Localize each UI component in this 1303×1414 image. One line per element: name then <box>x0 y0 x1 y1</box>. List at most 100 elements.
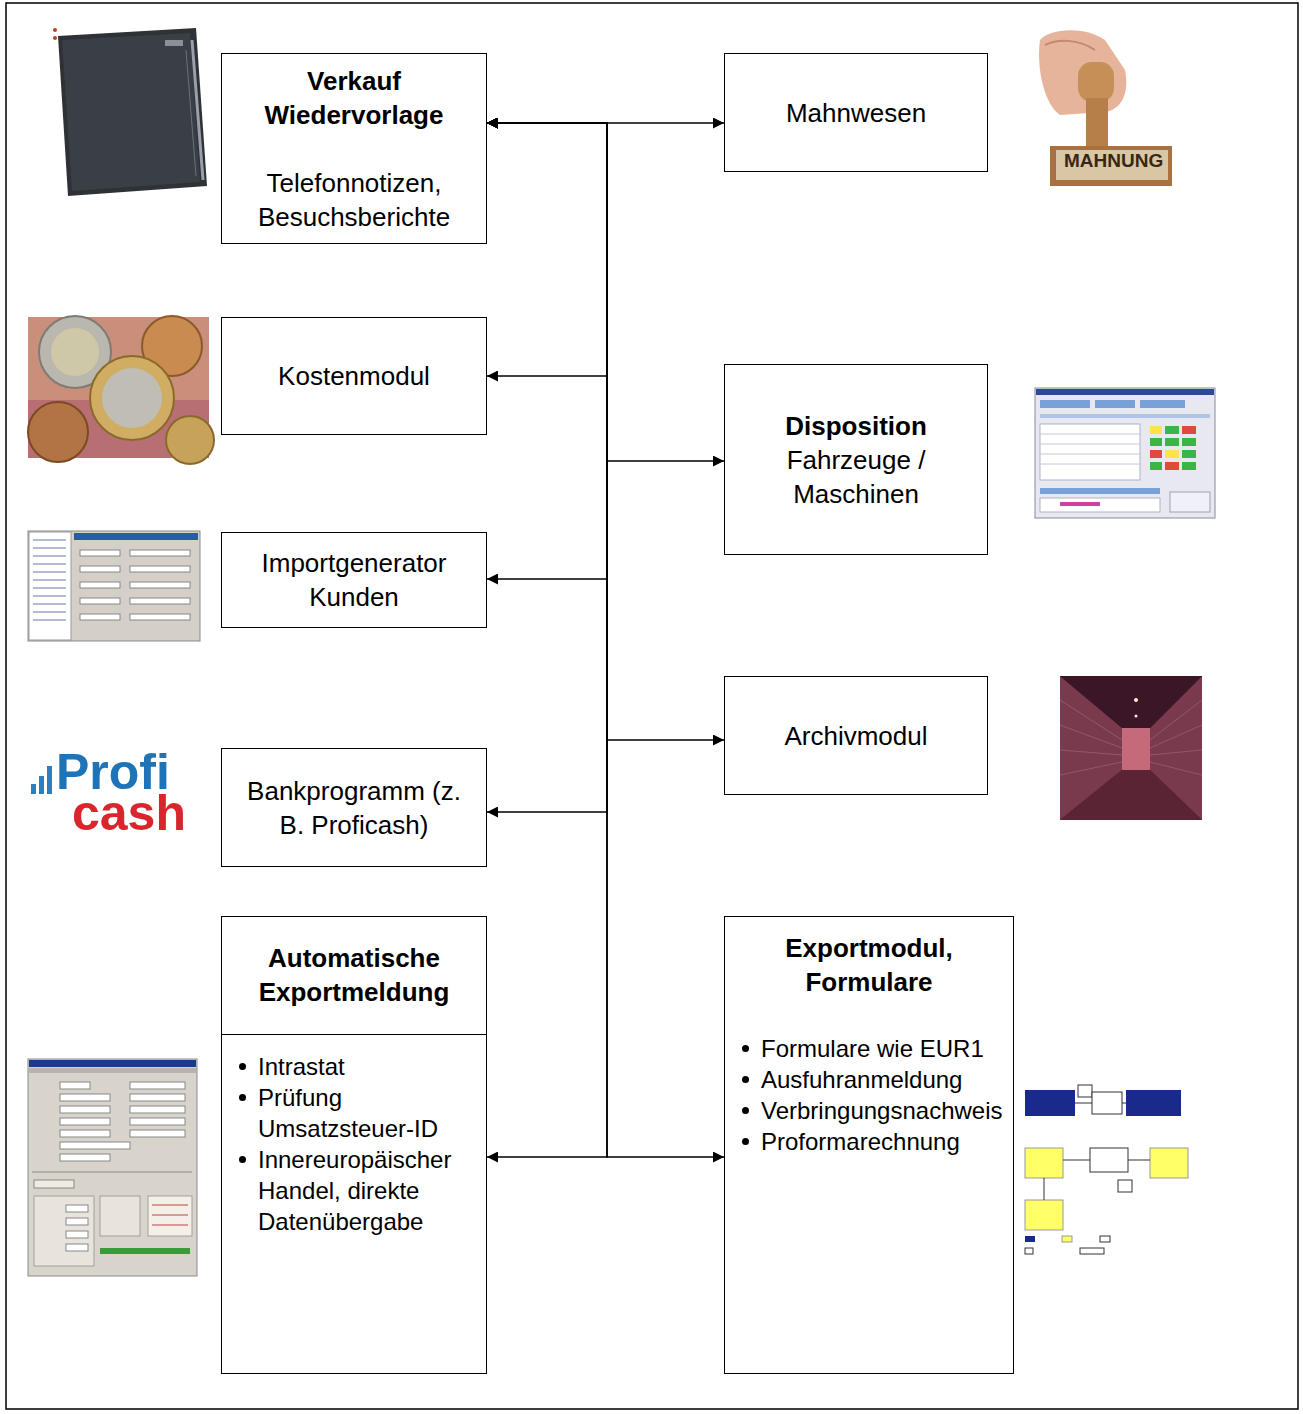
disposition-screenshot <box>1182 438 1196 446</box>
export-screenshot <box>29 1068 196 1073</box>
coins-picture <box>51 328 99 376</box>
archive-picture <box>1150 750 1202 755</box>
bullet-item: Innereuropäischer Handel, direkte Datenü… <box>232 1144 476 1237</box>
coins-picture <box>28 402 88 462</box>
import-screenshot <box>33 548 66 549</box>
export-flowchart-picture <box>1118 1180 1132 1192</box>
import-screenshot <box>130 550 190 556</box>
binder-picture <box>192 40 203 180</box>
proficash-logo-bars <box>39 776 44 794</box>
export-screenshot <box>152 1215 188 1216</box>
bullet-item: Verbringungsnachweis <box>735 1095 1003 1126</box>
logo-text: Profi <box>56 752 170 793</box>
disposition-screenshot <box>1040 444 1140 445</box>
bullet-item: Intrastat <box>232 1051 476 1082</box>
module-box: DispositionFahrzeuge / Maschinen <box>724 364 988 555</box>
module-title: Exportmodul, Formulare <box>735 931 1003 999</box>
export-flowchart-picture <box>1080 1248 1104 1254</box>
disposition-screenshot <box>1040 424 1140 480</box>
export-report-box: Automatische ExportmeldungIntrastatPrüfu… <box>221 916 487 1374</box>
module-text: Bankprogramm (z. B. Proficash) <box>232 774 476 842</box>
stamp-picture <box>1045 41 1095 50</box>
import-screenshot <box>33 540 66 541</box>
archive-picture <box>1060 725 1122 748</box>
export-screenshot <box>60 1142 130 1149</box>
archive-picture <box>1060 676 1202 820</box>
import-screenshot <box>33 572 66 573</box>
module-text: Archivmodul <box>784 719 927 753</box>
import-screenshot <box>130 598 190 604</box>
disposition-screenshot <box>1150 462 1162 470</box>
archive-picture <box>1060 676 1202 820</box>
disposition-screenshot <box>1060 502 1100 506</box>
export-flowchart-picture <box>1150 1148 1188 1178</box>
archive-picture <box>1150 700 1202 740</box>
export-flowchart-picture <box>1075 1103 1092 1104</box>
export-flowchart-picture <box>1126 1090 1181 1116</box>
import-screenshot <box>33 604 66 605</box>
connector-arrow <box>487 123 607 1157</box>
export-screenshot <box>130 1118 185 1125</box>
disposition-screenshot <box>1095 400 1135 408</box>
disposition-screenshot <box>1040 434 1140 435</box>
disposition-screenshot <box>1036 389 1214 395</box>
module-title: Automatische Exportmeldung <box>232 941 476 1009</box>
export-screenshot <box>130 1082 185 1089</box>
export-screenshot <box>130 1106 185 1113</box>
disposition-screenshot <box>1182 462 1196 470</box>
bullet-item: Formulare wie EUR1 <box>735 1033 1003 1064</box>
stamp-picture <box>1039 30 1126 115</box>
import-screenshot <box>80 598 120 604</box>
bullet-item: Ausfuhranmeldung <box>735 1064 1003 1095</box>
stamp-text: MAHNUNG <box>1064 153 1163 169</box>
export-screenshot <box>32 1172 192 1173</box>
page-frame <box>6 3 1298 1409</box>
binder-picture <box>62 33 200 191</box>
export-screenshot <box>66 1205 88 1212</box>
export-screenshot <box>60 1082 90 1089</box>
module-text: Telefonnotizen, Besuchsberichte <box>232 166 476 234</box>
connector-arrow <box>487 123 607 376</box>
connector-arrow <box>487 123 724 1157</box>
disposition-screenshot <box>1040 414 1210 418</box>
export-flowchart-picture <box>1044 1178 1045 1200</box>
export-screenshot <box>60 1106 110 1113</box>
export-screenshot <box>100 1196 140 1236</box>
stamp-picture <box>1056 150 1168 180</box>
module-box: Mahnwesen <box>724 53 988 172</box>
import-screenshot <box>33 612 66 613</box>
disposition-screenshot <box>1165 438 1179 446</box>
box-body: IntrastatPrüfung Umsatzsteuer-IDInnereur… <box>222 1035 486 1247</box>
disposition-screenshot <box>1150 450 1162 458</box>
export-flowchart-picture <box>1063 1160 1090 1161</box>
import-screenshot <box>80 550 120 556</box>
stamp-picture <box>1078 62 1114 102</box>
export-screenshot <box>28 1059 197 1276</box>
logo-text: cash <box>72 793 186 834</box>
module-box: Importgenerator Kunden <box>221 532 487 628</box>
page-frame <box>6 3 1298 1409</box>
import-screenshot <box>28 531 200 641</box>
box-header: Automatische Exportmeldung <box>222 917 486 1035</box>
module-text: Kostenmodul <box>278 359 430 393</box>
import-screenshot <box>33 564 66 565</box>
export-screenshot <box>34 1196 94 1266</box>
module-box: Verkauf WiedervorlageTelefonnotizen, Bes… <box>221 53 487 244</box>
import-screenshot <box>80 582 120 588</box>
module-text: Mahnwesen <box>786 96 926 130</box>
disposition-screenshot <box>1165 450 1179 458</box>
export-flowchart-picture <box>1025 1200 1063 1230</box>
archive-picture <box>1060 700 1122 740</box>
archive-picture <box>1060 762 1122 775</box>
module-title: Disposition <box>785 409 927 443</box>
archive-picture <box>1134 698 1138 702</box>
export-flowchart-picture <box>1025 1090 1075 1116</box>
import-screenshot <box>130 614 190 620</box>
export-flowchart-picture <box>1025 1236 1035 1242</box>
export-screenshot <box>66 1244 88 1251</box>
proficash-logo-bars <box>31 784 36 794</box>
export-flowchart-picture <box>1092 1092 1122 1114</box>
